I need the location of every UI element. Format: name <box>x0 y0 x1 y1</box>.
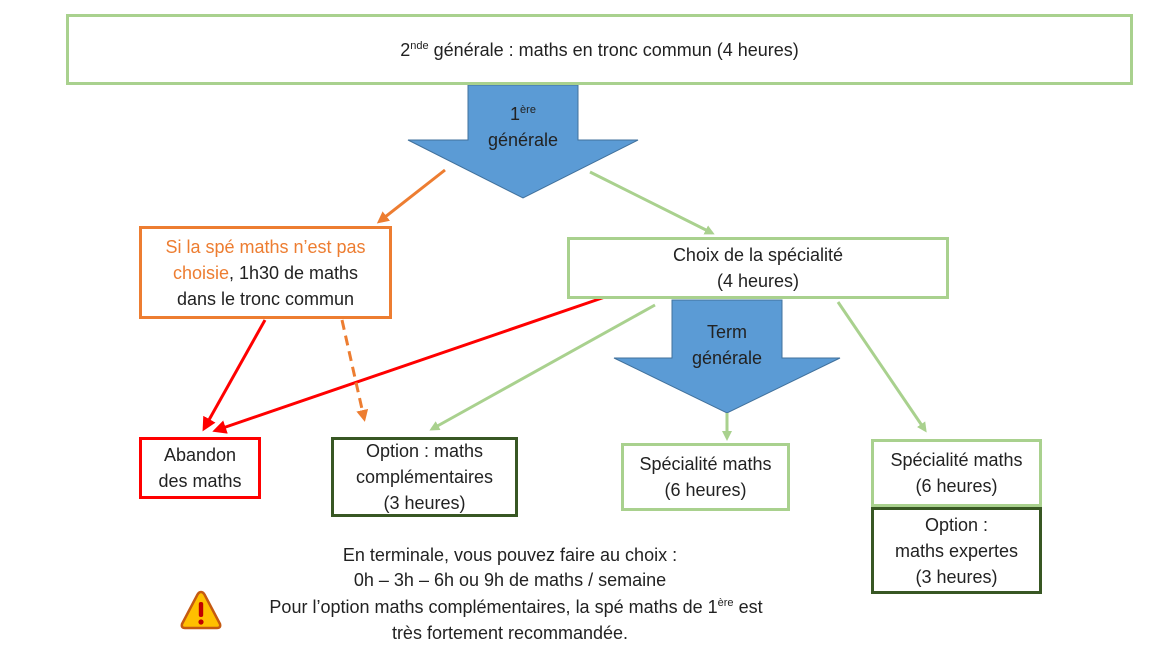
option-expert-box: Option : maths expertes (3 heures) <box>871 507 1042 594</box>
block-arrow-term <box>613 299 841 414</box>
arrow-choix-to-spe-right <box>836 301 927 433</box>
arrow-choix-to-option-comp <box>429 303 656 431</box>
no-spe-text: Si la spé maths n’est pas choisie, 1h30 … <box>165 236 366 309</box>
no-spe-box: Si la spé maths n’est pas choisie, 1h30 … <box>139 226 392 319</box>
arrow-choix-to-abandon <box>212 295 606 434</box>
arrow-no-spe-to-abandon <box>202 319 267 432</box>
arrow-to-choix <box>589 170 715 235</box>
spe-center-box: Spécialité maths (6 heures) <box>621 443 790 511</box>
arrow-to-no-spe <box>376 168 446 224</box>
arrow-no-spe-to-option-comp <box>340 319 369 422</box>
notes-line4: très fortement recommandée. <box>391 623 629 643</box>
arrow-label-term: Term générale <box>691 322 763 368</box>
notes-line1: En terminale, vous pouvez faire au choix… <box>342 545 678 565</box>
abandon-box: Abandon des maths <box>139 437 261 499</box>
block-arrow-premiere <box>407 84 639 199</box>
spe-right-box: Spécialité maths (6 heures) <box>871 439 1042 507</box>
warning-icon <box>180 590 222 630</box>
top-box-text: 2nde générale : maths en tronc commun (4… <box>400 39 799 60</box>
notes-line2: 0h – 3h – 6h ou 9h de maths / semaine <box>353 570 667 590</box>
choix-box: Choix de la spécialité (4 heures) <box>567 237 949 299</box>
notes-line3: Pour l’option maths complémentaires, la … <box>269 597 763 617</box>
option-comp-box: Option : maths complémentaires (3 heures… <box>331 437 518 517</box>
arrow-label-premiere: 1ère générale <box>487 104 559 150</box>
top-box: 2nde générale : maths en tronc commun (4… <box>66 14 1133 85</box>
